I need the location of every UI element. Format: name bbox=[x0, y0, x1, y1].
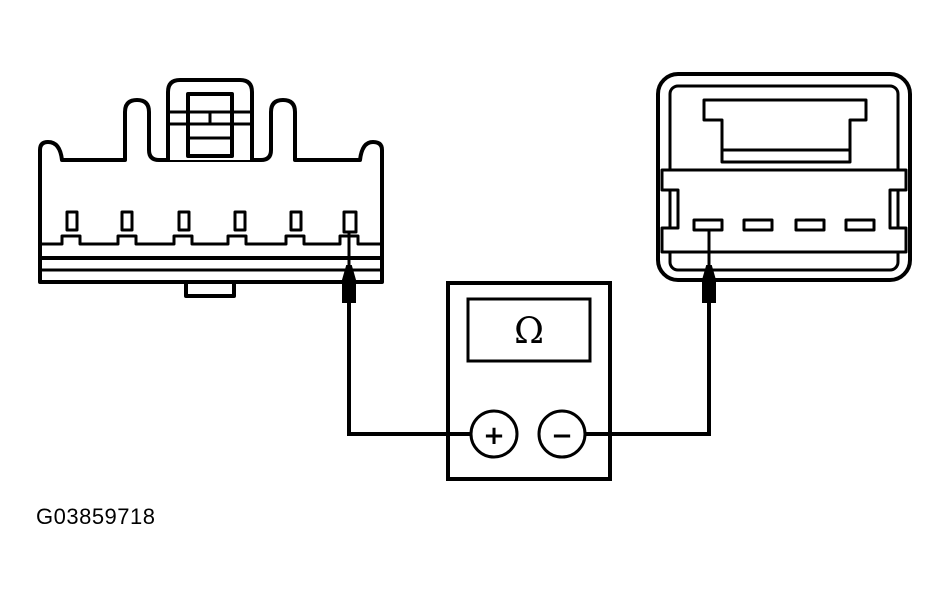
negative-lead bbox=[585, 300, 711, 436]
meter-display bbox=[466, 297, 592, 363]
left-connector bbox=[38, 78, 384, 298]
negative-probe-tip bbox=[702, 265, 716, 303]
negative-terminal-label: − bbox=[551, 421, 573, 451]
right-connector bbox=[656, 72, 912, 282]
positive-lead bbox=[347, 300, 471, 436]
figure-id: G03859718 bbox=[36, 504, 156, 529]
ohm-symbol: Ω bbox=[514, 311, 544, 352]
positive-terminal-label: + bbox=[483, 421, 505, 451]
positive-probe-tip bbox=[342, 265, 356, 303]
test-leads bbox=[347, 230, 711, 436]
probe-tips bbox=[342, 265, 716, 303]
